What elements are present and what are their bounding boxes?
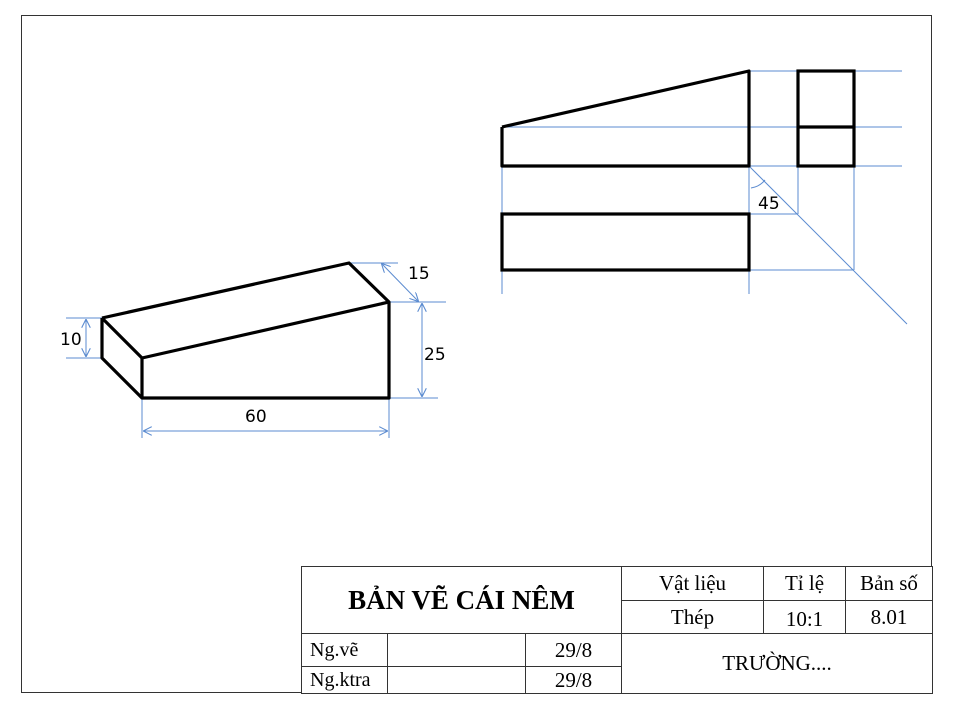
drawn-by-date: 29/8 (525, 633, 622, 667)
value-sheet-no: 8.01 (845, 600, 933, 634)
isometric-view: 10 15 25 60 (60, 261, 446, 438)
drawing-title: BẢN VẼ CÁI NÊM (301, 566, 622, 634)
orthographic-views: 45 (500, 69, 908, 325)
value-material: Thép (621, 600, 764, 634)
school-name: TRƯỜNG.... (621, 633, 933, 694)
header-material: Vật liệu (621, 566, 764, 601)
dim-height-left: 10 (60, 330, 82, 350)
header-sheet-no: Bản số (845, 566, 933, 601)
checked-by-label: Ng.ktra (301, 666, 388, 694)
drawn-by-name (387, 633, 526, 667)
projection-construction-lines (501, 70, 908, 325)
dim-height-right: 25 (424, 345, 446, 365)
projection-angle-label: 45 (758, 194, 780, 214)
wedge-isometric-outline (100, 261, 391, 400)
drawn-by-label: Ng.vẽ (301, 633, 388, 667)
checked-by-name (387, 666, 526, 694)
dim-depth: 15 (408, 264, 430, 284)
header-scale: Tỉ lệ (763, 566, 846, 601)
isometric-dimension-lines (66, 263, 446, 438)
wedge-top-view (500, 212, 751, 272)
wedge-side-view (796, 69, 856, 168)
value-scale: 10:1 (763, 600, 846, 634)
checked-by-date: 29/8 (525, 666, 622, 694)
dim-length: 60 (245, 407, 267, 427)
title-block: BẢN VẼ CÁI NÊM Vật liệu Tỉ lệ Bản số Thé… (301, 566, 933, 694)
wedge-front-view (500, 69, 751, 168)
